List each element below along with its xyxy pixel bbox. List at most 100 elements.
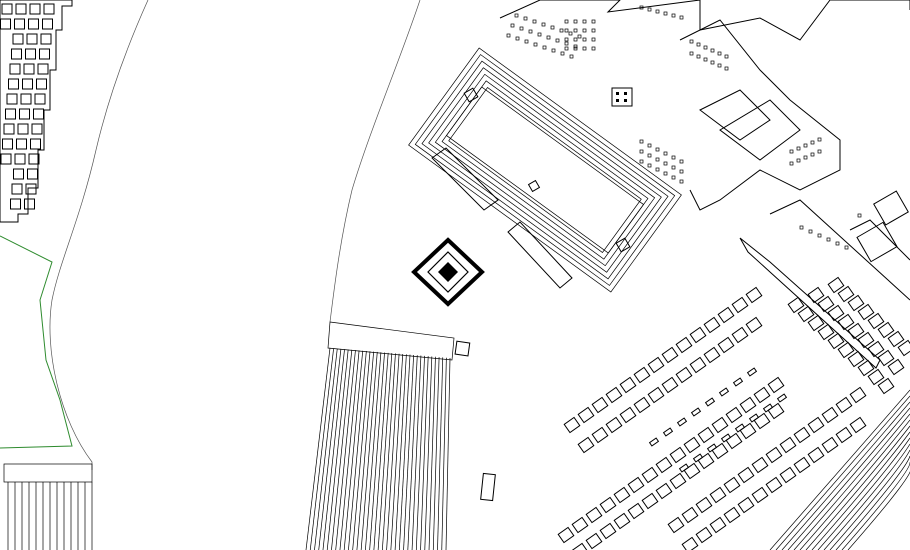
column-dot [559,28,564,33]
building-cell [718,387,730,397]
building-cell [37,63,49,75]
column-dot [528,29,533,34]
stepped-structure-center [305,321,455,550]
terrace-line [817,437,910,550]
building-cell [10,198,21,210]
building-cell [709,516,727,534]
column-dot [796,158,801,163]
column-dot [577,34,582,39]
building-cell [827,332,845,350]
step-line [326,349,349,550]
building-cell [690,407,702,417]
column-dot [582,19,587,24]
building-cell [43,3,55,15]
column-dot [789,149,794,154]
column-dot [655,167,660,172]
column-dot [616,92,619,95]
building-cell [867,368,885,386]
building-cell [8,78,19,90]
step-line [382,353,396,550]
terrace-line [829,449,910,550]
building-cell [689,326,707,344]
building-cell [753,386,771,404]
column-dot [564,46,569,51]
building-cell [42,18,53,30]
column-dot [515,36,520,41]
column-dot [810,152,815,157]
column-dot [671,165,676,170]
step-line [331,349,353,550]
column-dot [639,5,644,10]
building-cell [627,502,645,520]
building-cell [683,436,701,454]
column-dot [717,51,722,56]
building-cell [3,123,15,135]
column-dot [803,155,808,160]
step-line [420,356,429,550]
building-cell [835,426,853,444]
building-cell [793,456,811,474]
small-structure-rect [480,472,496,502]
terrace-line [775,395,910,550]
column-dot [857,213,862,218]
building-cell [661,376,679,394]
step-line [424,356,433,550]
building-cell [765,446,783,464]
building-cell [849,416,867,434]
building-cell [877,349,895,367]
courtyard-ring [428,67,662,273]
step-line [305,347,331,550]
step-line [415,355,425,550]
building-cell [847,350,865,368]
column-dot [655,157,660,162]
terrace-line [835,455,910,550]
building-cell [732,377,744,387]
building-cell [14,18,25,30]
building-cell [563,416,581,434]
building-cell [717,306,735,324]
column-dot [647,7,652,12]
location-marker-icon[interactable] [411,237,485,307]
building-cell [703,346,721,364]
column-dot [537,32,542,37]
building-cell [23,63,35,75]
building-cell [887,358,905,376]
column-dot [655,147,660,152]
column-dot [564,28,569,33]
building-cell [697,426,715,444]
step-line [403,354,414,550]
column-dot [696,42,701,47]
building-cell [40,33,52,45]
building-cell [776,393,788,403]
building-block-northwest [0,0,73,223]
column-dot [710,48,715,53]
building-cell [675,336,693,354]
step-line [360,351,378,550]
building-cell [767,402,785,420]
column-dot [591,19,596,24]
building-cell [20,93,32,105]
building-cell [655,456,673,474]
building-cell [695,496,713,514]
building-cell [731,296,749,314]
building-cell [627,476,645,494]
building-cell [605,386,623,404]
column-dot [582,37,587,42]
column-dot [564,37,569,42]
column-dot [550,25,555,30]
building-cell [25,183,37,195]
building-cell [599,522,617,540]
building-cell [807,416,825,434]
building-cell [647,386,665,404]
building-cell [753,412,771,430]
column-dot [703,57,708,62]
column-dot [616,99,619,102]
terrace-line [847,467,910,550]
step-line [386,353,400,550]
building-cell [703,316,721,334]
column-dot [523,16,528,21]
building-cell [737,496,755,514]
column-dot [703,45,708,50]
building-cell [837,341,855,359]
